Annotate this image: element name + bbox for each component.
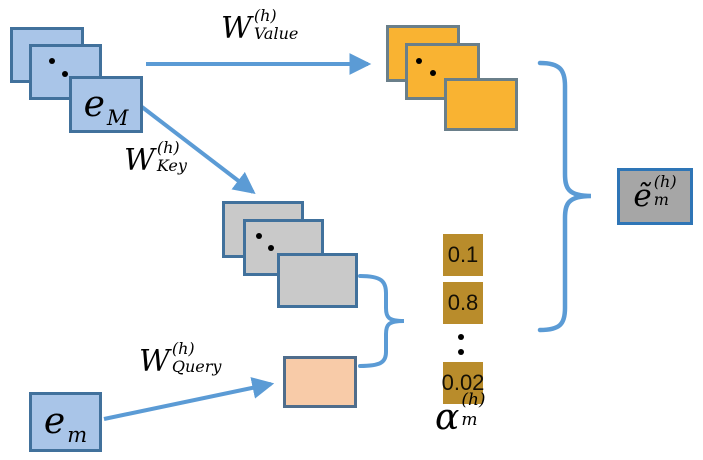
w-key-base: W (124, 143, 155, 178)
ellipsis-dot (49, 58, 55, 64)
w-query-label: W (h) Query (139, 339, 222, 379)
e-M-label: e M (83, 83, 129, 130)
w-value-sub: Value (253, 24, 299, 44)
big-brace (537, 60, 592, 333)
attention-weight-cell: 0.02 (442, 362, 484, 404)
attention-weight-cell: 0.1 (443, 234, 483, 276)
query-arrow (103, 377, 275, 421)
e-M-base: e (83, 83, 105, 125)
key-vector-front (277, 253, 358, 308)
output-embedding-box: ẽ (h) m (617, 168, 693, 225)
e-m-sub: m (67, 423, 88, 447)
ellipsis-dot (62, 71, 68, 77)
alpha-sup: (h) (461, 390, 486, 410)
e-tilde-sup: (h) (653, 172, 677, 191)
w-query-base: W (139, 344, 170, 379)
input-embedding-front: e M (69, 76, 143, 133)
ellipsis-dot (256, 233, 262, 239)
ellipsis-dot (416, 58, 422, 64)
ellipsis-dot (268, 245, 274, 251)
query-embedding: e m (29, 392, 102, 452)
e-M-sub: M (106, 105, 129, 130)
small-brace (358, 274, 405, 368)
alpha-base: α (435, 397, 460, 438)
alpha-sub: m (461, 409, 478, 430)
key-arrow (140, 105, 256, 195)
w-key-label: W (h) Key (124, 138, 187, 178)
ellipsis-dot (430, 70, 436, 76)
attention-weight-cell: 0.8 (443, 282, 483, 324)
w-key-sub: Key (156, 156, 187, 176)
w-value-base: W (221, 11, 252, 46)
alpha-label: α (h) m (435, 390, 486, 438)
e-tilde-sub: m (653, 190, 669, 210)
w-value-sup: (h) (253, 6, 277, 25)
ellipsis-dot (458, 334, 464, 340)
w-query-sub: Query (171, 357, 222, 377)
e-tilde-label: ẽ (h) m (633, 172, 676, 214)
w-value-label: W (h) Value (221, 6, 299, 46)
w-query-sup: (h) (171, 339, 195, 358)
e-m-base: e (43, 401, 66, 442)
query-vector (283, 356, 357, 408)
ellipsis-dot (458, 349, 464, 355)
value-vector-front (444, 78, 518, 131)
w-key-sup: (h) (156, 138, 180, 157)
e-m-label: e m (43, 401, 87, 448)
e-tilde-base: ẽ (633, 178, 652, 214)
